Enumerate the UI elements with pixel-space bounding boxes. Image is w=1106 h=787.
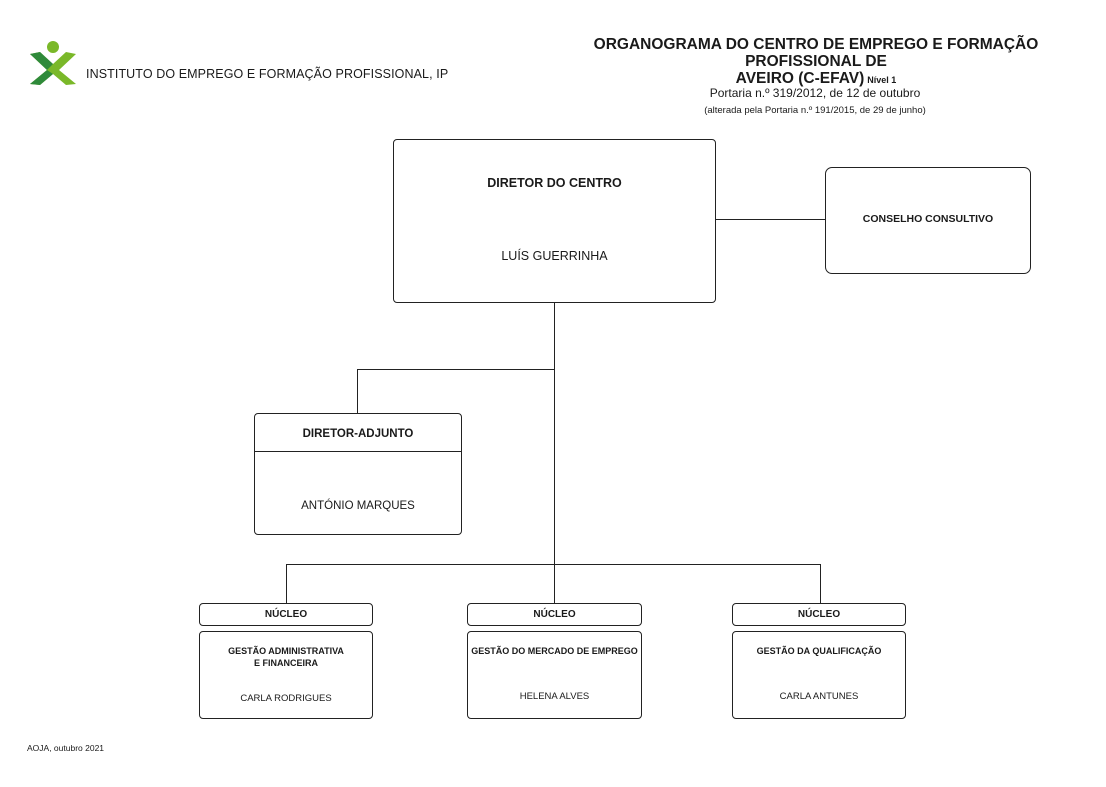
title-line-2-wrap: AVEIRO (C-EFAV)Nível 1 <box>540 70 1092 89</box>
director-title: DIRETOR DO CENTRO <box>487 176 622 190</box>
institute-name: INSTITUTO DO EMPREGO E FORMAÇÃO PROFISSI… <box>86 67 449 81</box>
nucleo-2-label: NÚCLEO <box>533 609 576 620</box>
connector-deputy-horizontal <box>357 369 555 371</box>
nucleo-1-title-line1: GESTÃO ADMINISTRATIVA <box>228 646 344 656</box>
nucleo-3-label: NÚCLEO <box>797 609 841 620</box>
footer-note: AOJA, outubro 2021 <box>27 743 105 753</box>
nucleo-2-label-box: NÚCLEO <box>467 603 642 626</box>
council-title: CONSELHO CONSULTIVO <box>862 213 994 225</box>
director-name: LUÍS GUERRINHA <box>501 249 608 263</box>
nucleo-1-label: NÚCLEO <box>264 609 308 620</box>
title-line-2: AVEIRO (C-EFAV) <box>735 70 865 87</box>
nucleo-1-name: CARLA RODRIGUES <box>240 693 332 704</box>
connector-nucleos-horizontal <box>286 564 821 566</box>
portaria-amendment: (alterada pela Portaria n.º 191/2015, de… <box>704 105 926 116</box>
deputy-divider <box>255 451 461 453</box>
nucleo-2-name: HELENA ALVES <box>519 691 590 702</box>
nucleo-2-title: GESTÃO DO MERCADO DE EMPREGO <box>471 646 638 656</box>
nucleo-2-box: GESTÃO DO MERCADO DE EMPREGO HELENA ALVE… <box>467 631 642 719</box>
deputy-name: ANTÓNIO MARQUES <box>301 500 415 512</box>
nucleo-3-label-box: NÚCLEO <box>732 603 906 626</box>
nucleo-1-box: GESTÃO ADMINISTRATIVA E FINANCEIRA CARLA… <box>199 631 373 719</box>
connector-director-council <box>715 219 826 221</box>
connector-main-vertical <box>554 302 556 603</box>
nucleo-3-title: GESTÃO DA QUALIFICAÇÃO <box>756 646 882 656</box>
deputy-title: DIRETOR-ADJUNTO <box>302 428 414 440</box>
council-box: CONSELHO CONSULTIVO <box>825 167 1031 274</box>
director-box: DIRETOR DO CENTRO LUÍS GUERRINHA <box>393 139 716 303</box>
connector-nucleo-1-vertical <box>286 564 288 603</box>
deputy-box: DIRETOR-ADJUNTO ANTÓNIO MARQUES <box>254 413 462 535</box>
title-line-1: ORGANOGRAMA DO CENTRO DE EMPREGO E FORMA… <box>593 36 1039 70</box>
nucleo-1-title-line2: E FINANCEIRA <box>253 658 318 668</box>
nucleo-1-label-box: NÚCLEO <box>199 603 373 626</box>
nucleo-3-box: GESTÃO DA QUALIFICAÇÃO CARLA ANTUNES <box>732 631 906 719</box>
nucleo-3-name: CARLA ANTUNES <box>779 691 859 702</box>
connector-nucleo-3-vertical <box>820 564 822 603</box>
document-title: ORGANOGRAMA DO CENTRO DE EMPREGO E FORMA… <box>540 36 1092 89</box>
level-label: Nível 1 <box>867 75 897 85</box>
iefp-logo <box>30 41 76 85</box>
connector-deputy-vertical <box>357 369 359 414</box>
portaria-reference: Portaria n.º 319/2012, de 12 de outubro <box>709 86 921 100</box>
